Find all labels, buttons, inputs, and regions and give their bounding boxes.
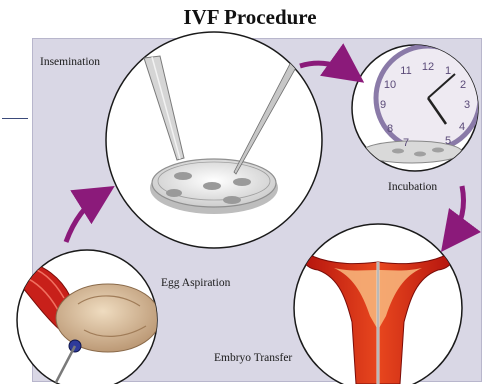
- egg-aspiration-illustration: [17, 250, 160, 384]
- arrow-to-insemination: [66, 194, 102, 242]
- incubation-illustration: 12 1 2 3 4 5 7 8 9 10 11: [352, 45, 480, 171]
- clock-number: 7: [403, 137, 409, 149]
- clock-number: 9: [380, 99, 386, 111]
- insemination-illustration: [106, 32, 322, 248]
- clock-number: 4: [459, 121, 465, 133]
- clock-number: 10: [384, 79, 396, 91]
- clock-number: 3: [464, 99, 470, 111]
- incubation-label: Incubation: [388, 181, 437, 193]
- embryo-transfer-illustration: [294, 224, 462, 384]
- embryo-transfer-label: Embryo Transfer: [214, 352, 292, 364]
- insemination-label: Insemination: [40, 56, 100, 68]
- clock-number: 8: [387, 123, 393, 135]
- arrow-to-embryo-transfer: [450, 186, 464, 240]
- clock-number: 2: [460, 79, 466, 91]
- clock-number: 11: [400, 65, 411, 77]
- clock-number: 5: [445, 135, 451, 147]
- clock-number: 1: [445, 65, 451, 77]
- arrow-to-incubation: [300, 63, 352, 74]
- clock-number: 12: [422, 61, 434, 73]
- egg-aspiration-label: Egg Aspiration: [161, 277, 230, 289]
